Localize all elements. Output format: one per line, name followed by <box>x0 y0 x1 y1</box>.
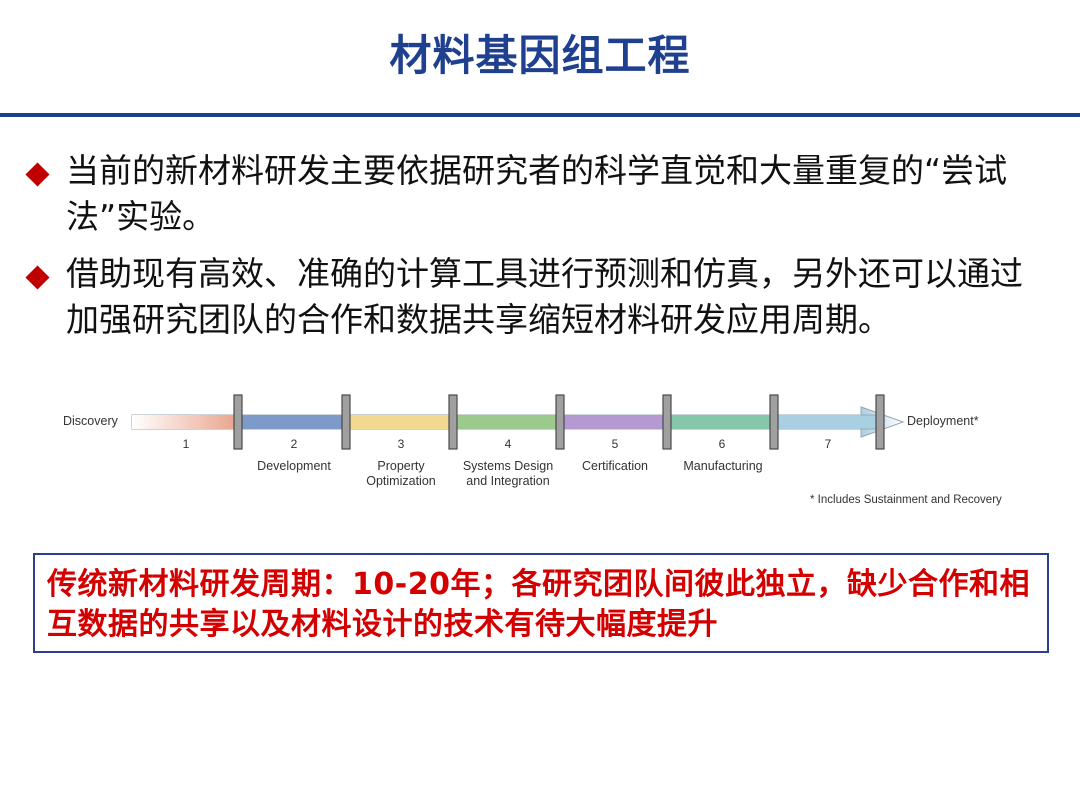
timeline-segment <box>453 415 560 429</box>
timeline-segment <box>238 415 346 429</box>
materials-development-timeline: Discovery Deployment* 1 2 3 4 5 6 7 Deve… <box>58 392 1038 514</box>
timeline-stage-separator <box>555 394 565 450</box>
timeline-step-number: 6 <box>718 437 726 451</box>
bullet-item: 借助现有高效、准确的计算工具进行预测和仿真，另外还可以通过加强研究团队的合作和数… <box>24 251 1054 343</box>
timeline-end-label: Deployment* <box>907 414 979 428</box>
timeline-stage-label: Certification <box>582 459 648 473</box>
bullet-text: 借助现有高效、准确的计算工具进行预测和仿真，另外还可以通过加强研究团队的合作和数… <box>66 254 1023 339</box>
timeline-segment <box>667 415 774 429</box>
timeline-stage-separator <box>341 394 351 450</box>
timeline-stage-separator <box>875 394 885 450</box>
timeline-start-label: Discovery <box>63 414 118 428</box>
callout-text: 传统新材料研发周期：10-20年；各研究团队间彼此独立，缺少合作和相互数据的共享… <box>47 567 1030 642</box>
timeline-step-number: 1 <box>182 437 190 451</box>
timeline-stage-label: Systems Design and Integration <box>462 459 554 488</box>
bullet-item: 当前的新材料研发主要依据研究者的科学直觉和大量重复的“尝试法”实验。 <box>24 148 1054 240</box>
bullet-text: 当前的新材料研发主要依据研究者的科学直觉和大量重复的“尝试法”实验。 <box>66 151 1008 236</box>
slide-title: 材料基因组工程 <box>389 31 691 80</box>
timeline-stage-separator <box>769 394 779 450</box>
timeline-arrow-graphic <box>131 394 905 450</box>
timeline-step-number: 7 <box>824 437 832 451</box>
title-divider <box>0 113 1080 117</box>
timeline-footnote: * Includes Sustainment and Recovery <box>810 494 1002 506</box>
timeline-stage-separator <box>233 394 243 450</box>
timeline-step-number: 2 <box>290 437 298 451</box>
timeline-segment <box>560 415 667 429</box>
timeline-stage-label: Manufacturing <box>683 459 763 473</box>
timeline-step-number: 4 <box>504 437 512 451</box>
diamond-bullet-icon <box>24 161 50 187</box>
highlight-callout-box: 传统新材料研发周期：10-20年；各研究团队间彼此独立，缺少合作和相互数据的共享… <box>33 553 1049 653</box>
diamond-bullet-icon <box>24 264 50 290</box>
timeline-stage-separator <box>448 394 458 450</box>
timeline-stage-label: Development <box>257 459 331 473</box>
timeline-segment <box>346 415 453 429</box>
timeline-segment <box>774 415 880 429</box>
timeline-step-number: 3 <box>397 437 405 451</box>
timeline-segment <box>132 415 238 429</box>
timeline-stage-label: Property Optimization <box>366 459 436 488</box>
timeline-stage-separator <box>662 394 672 450</box>
timeline-step-number: 5 <box>611 437 619 451</box>
